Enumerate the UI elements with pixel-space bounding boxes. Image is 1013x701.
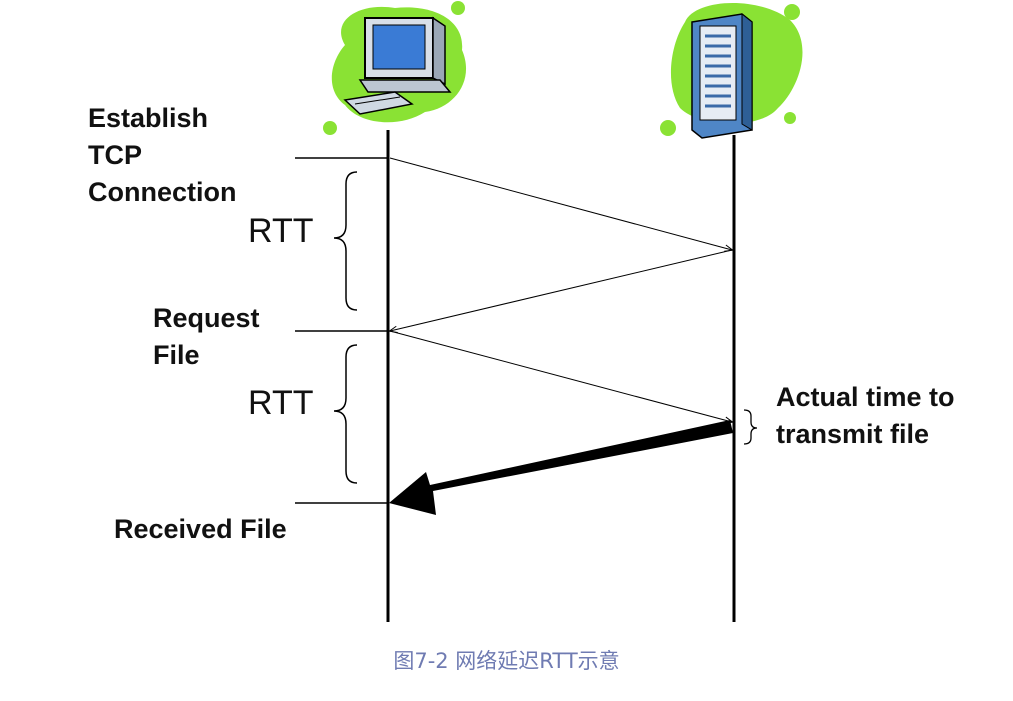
computer-icon [323,1,467,135]
transmit-brace [743,409,758,445]
rtt-label-1: RTT [248,212,314,250]
request-line-1: Request [153,303,260,333]
establish-line-2: TCP [88,140,142,170]
establish-line-3: Connection [88,177,237,207]
syn-ack-arrow [390,249,733,331]
actual-time-label: Actual time to transmit file [776,379,955,453]
establish-line-1: Establish [88,103,209,133]
rtt-label-2: RTT [248,384,314,422]
request-arrow [389,330,732,422]
actual-line-1: Actual time to [776,382,955,412]
rtt-brace-2 [333,344,358,484]
figure-caption: 图7-2 网络延迟RTT示意 [393,649,620,673]
rtt-brace-1 [333,171,358,311]
received-file-label: Received File [114,514,287,544]
syn-arrow [389,157,732,250]
server-icon [660,2,803,139]
request-line-2: File [153,340,200,370]
request-label: Request File [153,300,260,374]
actual-line-2: transmit file [776,419,930,449]
establish-label: Establish TCP Connection [88,100,237,211]
file-transfer-arrow [389,420,733,515]
